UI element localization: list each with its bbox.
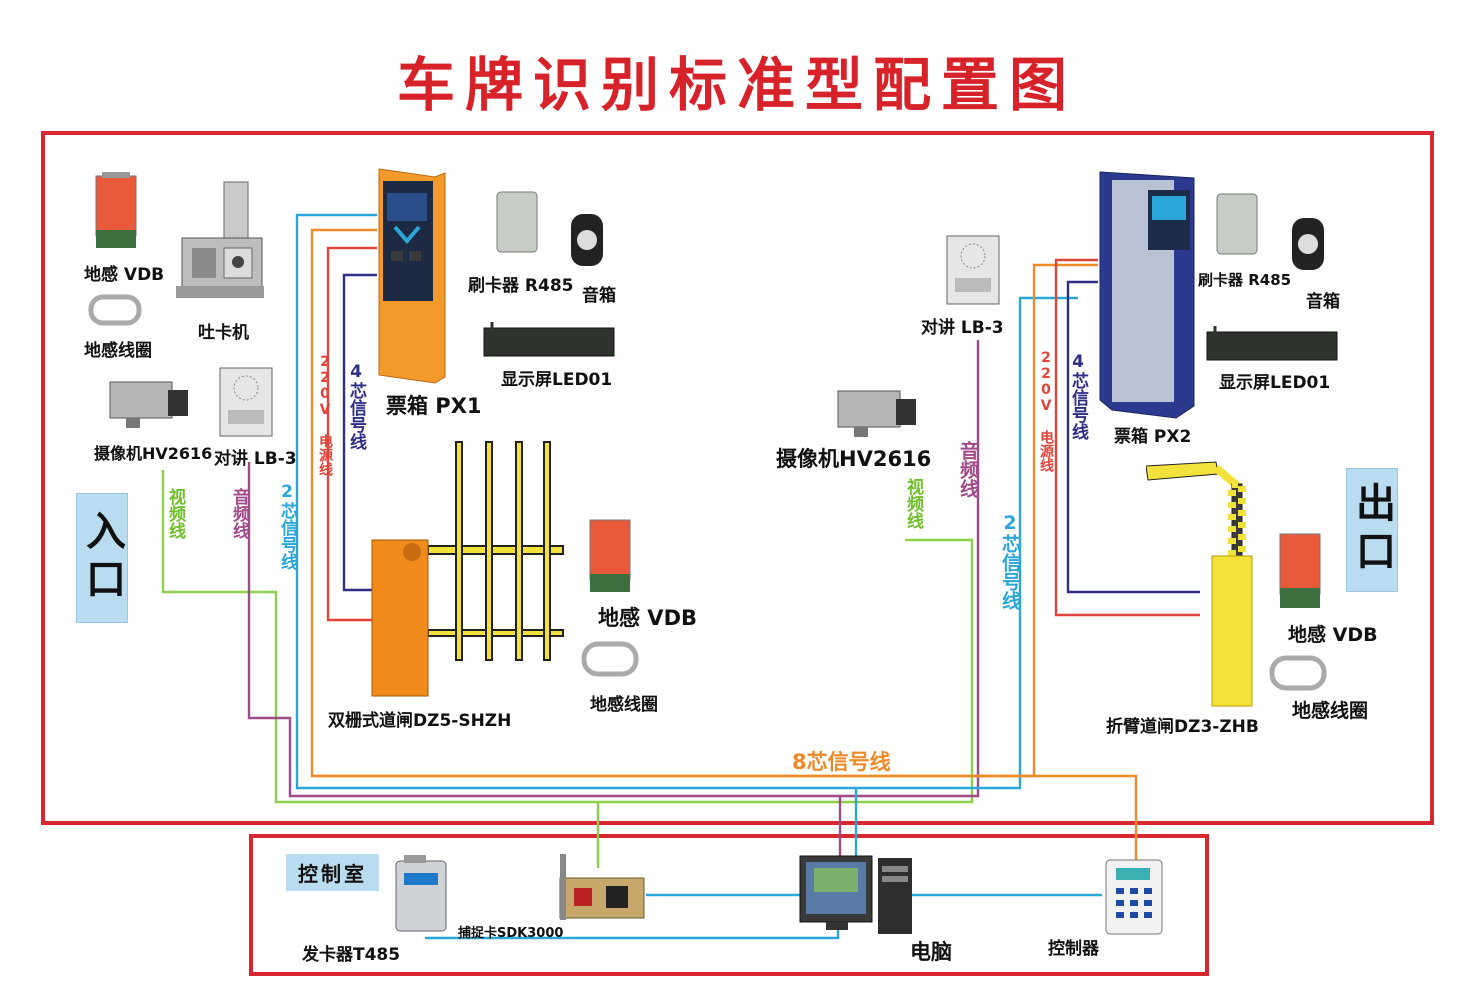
card-issuer-label: 发卡器T485 — [302, 945, 401, 965]
camera-label-left: 摄像机HV2616 — [94, 444, 213, 463]
card-reader-icon-left — [496, 191, 538, 253]
speaker-icon-right — [1292, 218, 1324, 270]
intercom-label-left: 对讲 LB-3 — [214, 449, 297, 469]
power220-wire-right — [1054, 258, 1200, 617]
ticket-box-px2-label: 票箱 PX2 — [1114, 427, 1192, 447]
signal8-wire — [312, 774, 1138, 860]
double-barrier-icon — [371, 441, 564, 697]
controller-icon — [1105, 859, 1163, 935]
camera-icon-left — [109, 381, 188, 428]
capture-card-icon — [559, 854, 645, 920]
controller-label: 控制器 — [1048, 939, 1099, 959]
vdb-label-right: 地感 VDB — [1288, 624, 1378, 646]
coil-icon-mid — [581, 641, 639, 677]
vehicle-detector-icon-right — [1279, 533, 1321, 608]
entry-label: 入口 — [76, 493, 128, 623]
signal4-wire-label-right: 4芯信号线 — [1068, 352, 1088, 440]
card-dispenser-icon — [176, 181, 264, 298]
audio-wire-left — [247, 340, 980, 798]
video-wire-label-left: 视频线 — [165, 488, 185, 539]
signal4-wire-label-left: 4芯信号线 — [346, 362, 366, 450]
signal2-wire-label-left: 2芯信号线 — [277, 482, 297, 570]
card-reader-label-left: 刷卡器 R485 — [468, 276, 574, 296]
card-reader-icon-right — [1216, 193, 1258, 255]
intercom-label-right: 对讲 LB-3 — [921, 318, 1004, 338]
coil-label-tl: 地感线圈 — [84, 341, 152, 361]
camera-icon-right — [837, 390, 916, 437]
control-room-label: 控制室 — [286, 854, 379, 891]
signal2-wire-left — [295, 213, 1078, 790]
power220-wire-left — [326, 246, 377, 622]
led-display-label-right: 显示屏LED01 — [1219, 373, 1331, 393]
capture-card-label: 捕捉卡SDK3000 — [458, 926, 564, 941]
coil-icon-right — [1269, 655, 1327, 691]
double-barrier-label: 双栅式道闸DZ5-SHZH — [328, 711, 512, 731]
intercom-icon-right — [946, 235, 1000, 305]
speaker-label-left: 音箱 — [582, 286, 616, 306]
signal8-wire-label: 8芯信号线 — [792, 750, 891, 774]
coil-label-mid: 地感线圈 — [590, 695, 658, 715]
video-wire-label-right: 视频线 — [903, 478, 923, 529]
power-wire-label-left: 220V 电源线 — [317, 354, 333, 476]
coil-icon — [88, 294, 142, 326]
led-display-label-left: 显示屏LED01 — [501, 370, 613, 390]
vdb-label-mid: 地感 VDB — [598, 606, 698, 630]
coil-label-right: 地感线圈 — [1292, 700, 1369, 722]
card-issuer-icon — [395, 855, 447, 932]
signal4-wire-left — [342, 273, 377, 592]
led-display-icon-right — [1206, 326, 1338, 361]
control-room-frame — [249, 834, 1209, 976]
audio-wire-label-left: 音频线 — [229, 488, 249, 539]
audio-wire-label-right: 音频线 — [957, 441, 979, 498]
folding-barrier-label: 折臂道闸DZ3-ZHB — [1106, 717, 1259, 737]
intercom-icon-left — [219, 367, 273, 437]
camera-label-right: 摄像机HV2616 — [776, 447, 932, 471]
page-title: 车牌识别标准型配置图 — [396, 51, 1077, 119]
card-dispenser-label: 吐卡机 — [198, 323, 249, 343]
issuer-to-pc — [425, 928, 840, 940]
signal4-wire-right — [1066, 280, 1200, 594]
exit-label: 出口 — [1346, 468, 1398, 592]
vehicle-detector-icon — [95, 172, 137, 248]
led-display-icon-left — [483, 322, 615, 357]
card-reader-label-right: 刷卡器 R485 — [1198, 271, 1292, 289]
power-wire-label-right: 220V 电源线 — [1038, 350, 1054, 472]
video-wire-left — [161, 470, 974, 804]
speaker-label-right: 音箱 — [1306, 292, 1340, 312]
site-frame — [41, 131, 1434, 825]
computer-label: 电脑 — [910, 940, 952, 964]
ticket-box-px1-icon — [378, 168, 446, 384]
computer-icon — [799, 855, 912, 934]
signal2-wire-label-right: 2芯信号线 — [999, 512, 1021, 610]
folding-barrier-icon — [1146, 461, 1253, 707]
ticket-box-px2-icon — [1099, 171, 1195, 419]
vdb-label-tl: 地感 VDB — [84, 265, 165, 285]
speaker-icon-left — [571, 214, 603, 266]
ticket-box-px1-label: 票箱 PX1 — [386, 394, 482, 418]
vehicle-detector-icon-mid — [589, 519, 631, 592]
